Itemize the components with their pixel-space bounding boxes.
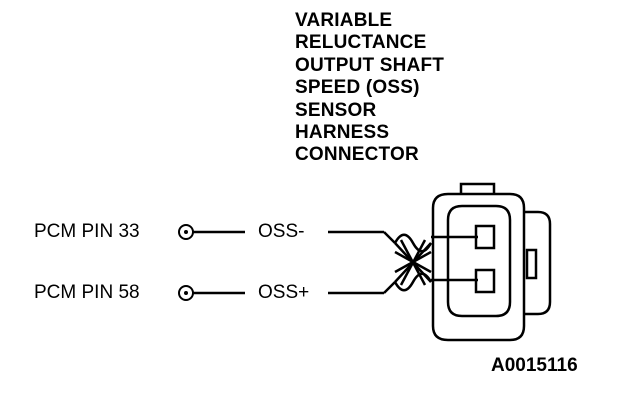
oss-minus-label: OSS-: [258, 221, 305, 242]
connector-title: VARIABLE RELUCTANCE OUTPUT SHAFT SPEED (…: [295, 10, 444, 167]
title-line: VARIABLE: [295, 10, 393, 31]
pcm-pin-33-label: PCM PIN 33: [34, 221, 140, 242]
pin-58-terminal-icon: [178, 285, 194, 301]
title-line: SENSOR: [295, 99, 377, 121]
title-line: RELUCTANCE: [295, 32, 427, 54]
harness-connector-icon: [431, 182, 552, 342]
wire-oss-minus-bend: [383, 231, 396, 244]
title-line: CONNECTOR: [295, 144, 419, 166]
pcm-pin-58-label: PCM PIN 58: [34, 282, 140, 303]
title-line: HARNESS: [295, 122, 390, 144]
wire-oss-plus-bend: [383, 281, 396, 294]
oss-plus-label: OSS+: [258, 282, 310, 303]
twisted-pair-icon: [393, 233, 433, 292]
figure-id: A0015116: [491, 355, 578, 376]
pin-33-terminal-icon: [178, 224, 194, 240]
title-line: SPEED (OSS): [295, 77, 420, 99]
title-line: OUTPUT SHAFT: [295, 54, 445, 76]
